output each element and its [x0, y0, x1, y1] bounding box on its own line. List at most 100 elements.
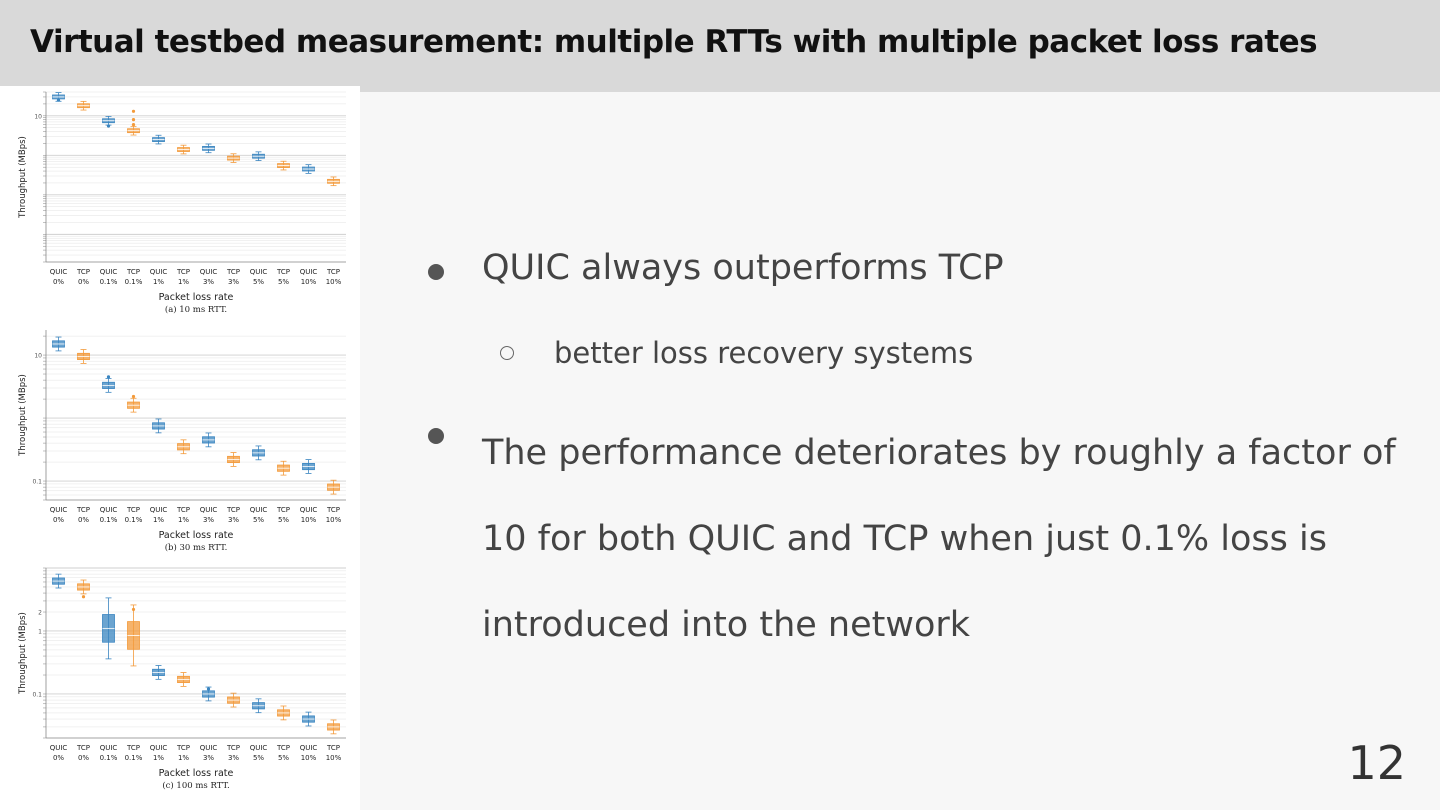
x-tick-label: TCP — [76, 744, 90, 752]
x-tick-label: 10% — [301, 278, 317, 286]
x-tick-label: 10% — [326, 278, 342, 286]
chart-caption: (c) 100 ms RTT. — [162, 780, 229, 791]
x-tick-label: QUIC — [200, 268, 218, 276]
x-axis-label: Packet loss rate — [159, 768, 234, 779]
x-tick-label: 1% — [178, 754, 189, 762]
y-axis-label: Throughput (MBps) — [18, 612, 28, 695]
x-tick-label: 0% — [53, 754, 64, 762]
outlier-point — [56, 98, 61, 102]
x-tick-label: TCP — [326, 268, 340, 276]
outlier-point — [131, 122, 136, 127]
outlier-point — [106, 375, 111, 379]
x-tick-label: TCP — [126, 506, 140, 514]
x-tick-label: QUIC — [50, 268, 68, 276]
bullet-line: 10 for both QUIC and TCP when just 0.1% … — [482, 519, 1327, 559]
outlier-point — [206, 687, 211, 691]
bullet-ring-icon — [500, 346, 514, 360]
y-tick-label: 10 — [34, 113, 42, 120]
x-tick-label: TCP — [226, 506, 240, 514]
x-tick-label: QUIC — [150, 744, 168, 752]
sub-bullet-text: better loss recovery systems — [554, 336, 974, 370]
x-tick-label: TCP — [276, 268, 290, 276]
x-tick-label: QUIC — [100, 744, 118, 752]
x-tick-label: QUIC — [300, 744, 318, 752]
x-tick-label: 5% — [253, 754, 264, 762]
outlier-point — [131, 109, 136, 113]
x-tick-label: 0% — [53, 516, 64, 524]
bullet-dot-icon — [428, 428, 444, 444]
x-tick-label: QUIC — [100, 268, 118, 276]
y-tick-label: 0.1 — [32, 691, 42, 698]
bullet-text: QUIC always outperforms TCP — [482, 248, 1004, 288]
x-tick-label: 10% — [301, 516, 317, 524]
title-bar: Virtual testbed measurement: multiple RT… — [0, 0, 1440, 92]
x-tick-label: TCP — [326, 506, 340, 514]
x-tick-label: 10% — [326, 516, 342, 524]
x-tick-label: TCP — [76, 506, 90, 514]
x-tick-label: 0.1% — [125, 754, 143, 762]
x-tick-label: TCP — [126, 268, 140, 276]
x-tick-label: QUIC — [250, 744, 268, 752]
outlier-point — [131, 118, 136, 122]
bullet-line: introduced into the network — [482, 605, 971, 645]
x-tick-label: TCP — [176, 744, 190, 752]
x-tick-label: TCP — [76, 268, 90, 276]
chart-caption: (b) 30 ms RTT. — [165, 542, 228, 553]
y-tick-label: 1 — [38, 628, 42, 635]
x-tick-label: 5% — [278, 516, 289, 524]
outlier-point — [106, 124, 111, 128]
x-tick-label: TCP — [326, 744, 340, 752]
chart-caption: (a) 10 ms RTT. — [165, 304, 227, 315]
x-tick-label: QUIC — [50, 506, 68, 514]
x-tick-label: 0% — [78, 278, 89, 286]
x-tick-label: 1% — [153, 278, 164, 286]
x-tick-label: 5% — [253, 516, 264, 524]
x-tick-label: TCP — [126, 744, 140, 752]
x-tick-label: QUIC — [100, 506, 118, 514]
outlier-point — [131, 394, 136, 399]
outlier-point — [131, 607, 136, 612]
x-tick-label: TCP — [276, 506, 290, 514]
x-tick-label: TCP — [176, 268, 190, 276]
x-tick-label: 1% — [178, 278, 189, 286]
x-tick-label: 0.1% — [125, 278, 143, 286]
x-tick-label: 3% — [228, 754, 239, 762]
y-tick-label: 10 — [34, 353, 42, 360]
x-tick-label: 1% — [178, 516, 189, 524]
x-tick-label: QUIC — [50, 744, 68, 752]
x-tick-label: 3% — [203, 278, 214, 286]
x-tick-label: 3% — [203, 754, 214, 762]
y-axis-label: Throughput (MBps) — [18, 374, 28, 457]
x-tick-label: 5% — [278, 754, 289, 762]
x-tick-label: 3% — [228, 278, 239, 286]
bullet-text: The performance deteriorates by roughly … — [482, 410, 1396, 668]
x-tick-label: QUIC — [150, 506, 168, 514]
x-tick-label: QUIC — [250, 268, 268, 276]
x-tick-label: 1% — [153, 516, 164, 524]
x-tick-label: 0.1% — [100, 278, 118, 286]
y-axis-label: Throughput (MBps) — [18, 136, 28, 219]
x-tick-label: 3% — [203, 516, 214, 524]
x-tick-label: QUIC — [200, 506, 218, 514]
x-tick-label: TCP — [276, 744, 290, 752]
x-tick-label: QUIC — [250, 506, 268, 514]
x-tick-label: 0.1% — [100, 754, 118, 762]
x-tick-label: 3% — [228, 516, 239, 524]
slide-title: Virtual testbed measurement: multiple RT… — [30, 24, 1318, 60]
x-tick-label: QUIC — [200, 744, 218, 752]
x-tick-label: TCP — [226, 268, 240, 276]
bullet-line: The performance deteriorates by roughly … — [482, 433, 1396, 473]
x-tick-label: 10% — [301, 754, 317, 762]
x-axis-label: Packet loss rate — [159, 292, 234, 303]
x-tick-label: 1% — [153, 754, 164, 762]
x-tick-label: 5% — [253, 278, 264, 286]
x-tick-label: 0% — [53, 278, 64, 286]
outlier-point — [81, 595, 86, 599]
x-tick-label: TCP — [176, 506, 190, 514]
